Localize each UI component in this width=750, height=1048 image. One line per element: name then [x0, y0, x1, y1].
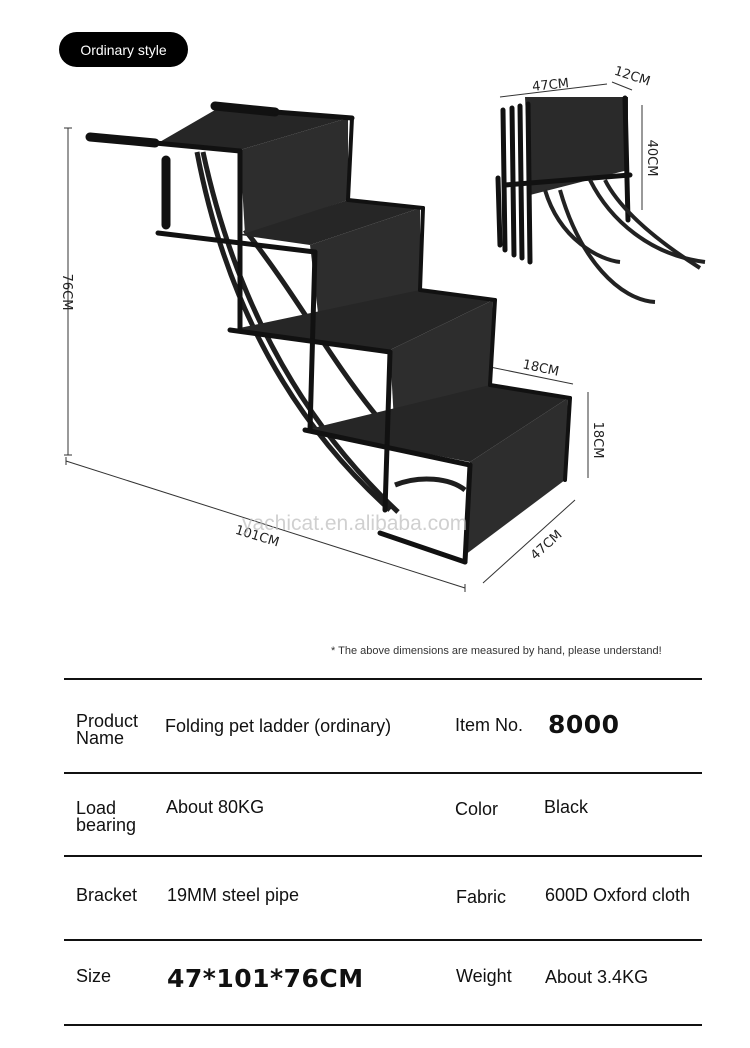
spec-table-top-rule: [64, 678, 702, 680]
ladder-frame: [85, 101, 572, 565]
color-label: Color: [455, 799, 499, 819]
color-value: Black: [544, 797, 589, 817]
product-name-label-line2: Name: [76, 728, 125, 748]
step-depth-dimension: [489, 366, 574, 385]
spec-table-bottom-rule: [64, 1024, 702, 1026]
measurement-note: * The above dimensions are measured by h…: [331, 645, 662, 657]
load-bearing-label: Load bearing: [76, 798, 137, 835]
ladder-illustration: 76CM 101CM 47CM 18CM 18CM: [59, 64, 706, 592]
folded-thickness-label: 12CM: [612, 64, 652, 90]
bracket-value: 19MM steel pipe: [167, 885, 300, 905]
product-name-label: Product Name: [76, 711, 139, 748]
ladder-steps: [158, 110, 568, 555]
size-label: Size: [76, 966, 112, 986]
ladder-straps: [194, 151, 467, 514]
product-name-value: Folding pet ladder (ordinary): [165, 716, 392, 736]
spec-row-divider: [64, 855, 702, 857]
height-label: 76CM: [59, 274, 74, 311]
spec-row-divider: [64, 939, 702, 941]
product-name-label-line1: Product: [76, 711, 139, 731]
load-bearing-value: About 80KG: [166, 797, 265, 817]
height-dimension: [64, 127, 72, 456]
item-no-value: 8000: [548, 710, 620, 739]
folded-ladder: [495, 81, 706, 304]
watermark: yachicat.en.alibaba.com: [242, 512, 467, 535]
fabric-value: 600D Oxford cloth: [545, 885, 691, 905]
fabric-label: Fabric: [456, 887, 507, 907]
folded-height-label: 40CM: [644, 140, 659, 177]
step-depth-label: 18CM: [521, 357, 560, 379]
step-height-label: 18CM: [590, 422, 605, 459]
bracket-label: Bracket: [76, 885, 138, 905]
size-value: 47*101*76CM: [167, 964, 364, 993]
length-dimension: [65, 457, 466, 592]
load-bearing-label-line2: bearing: [76, 815, 137, 835]
weight-value: About 3.4KG: [545, 967, 649, 987]
item-no-label: Item No.: [455, 715, 524, 735]
folded-width-label: 47CM: [532, 76, 570, 95]
depth-dimension: [482, 499, 576, 584]
spec-row-divider: [64, 772, 702, 774]
load-bearing-label-line1: Load: [76, 798, 117, 818]
depth-label: 47CM: [528, 527, 565, 563]
weight-label: Weight: [456, 966, 512, 986]
style-badge: Ordinary style: [59, 32, 188, 67]
